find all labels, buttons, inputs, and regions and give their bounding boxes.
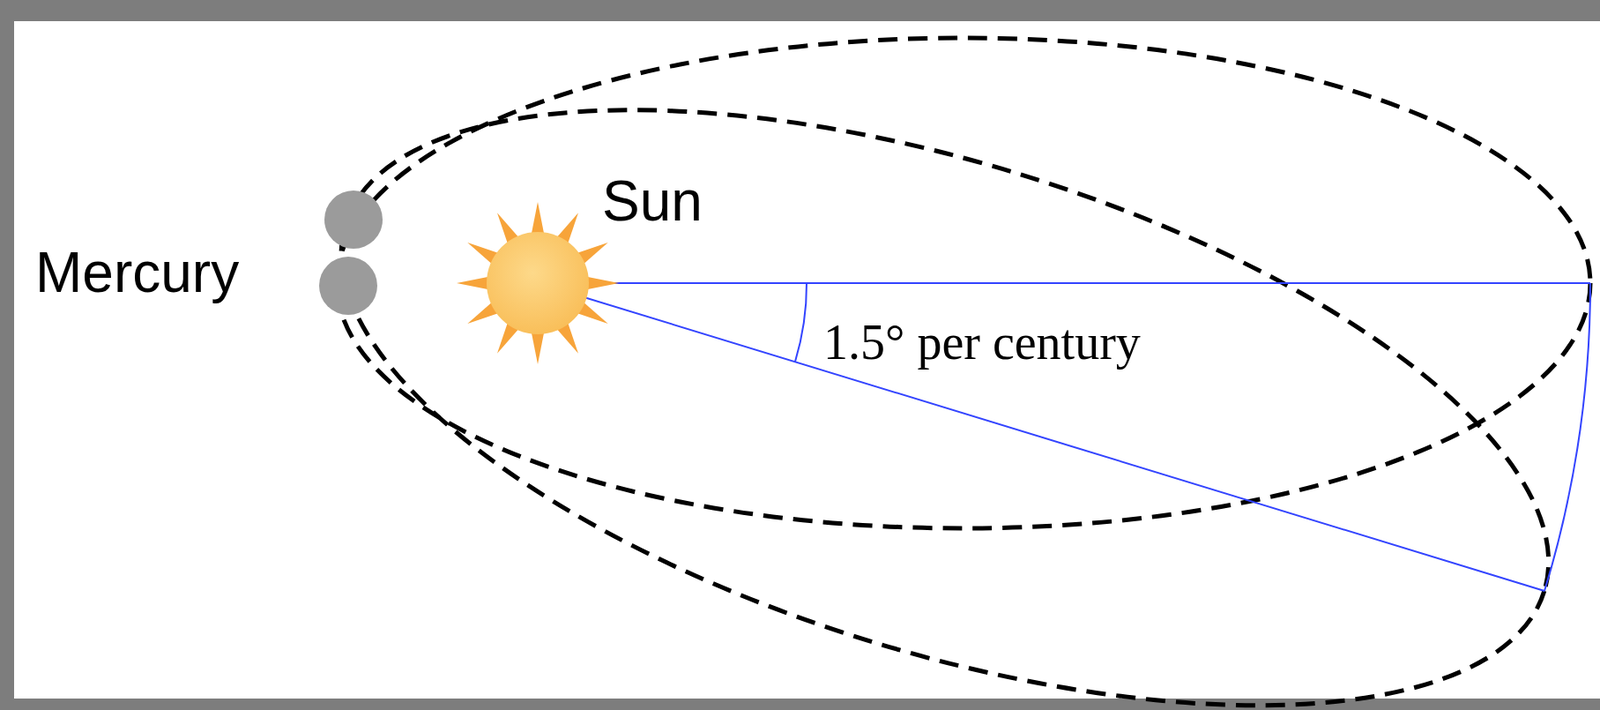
angle-arc-large (1544, 282, 1591, 591)
planet-label: Mercury (35, 244, 239, 301)
star-label: Sun (602, 172, 703, 230)
angle-arc (795, 282, 807, 362)
mercury-planet (324, 190, 383, 249)
slide-panel (14, 21, 1600, 699)
reference-line (537, 282, 1591, 284)
orbit-ellipse-precessed (274, 0, 1600, 710)
orbit-ellipse (336, 37, 1591, 529)
angle-label: 1.5° per century (823, 317, 1141, 367)
mercury-planet (319, 256, 378, 315)
sun-symbol (456, 201, 619, 365)
rotated-line (537, 282, 1545, 591)
sun-disk (486, 231, 589, 335)
